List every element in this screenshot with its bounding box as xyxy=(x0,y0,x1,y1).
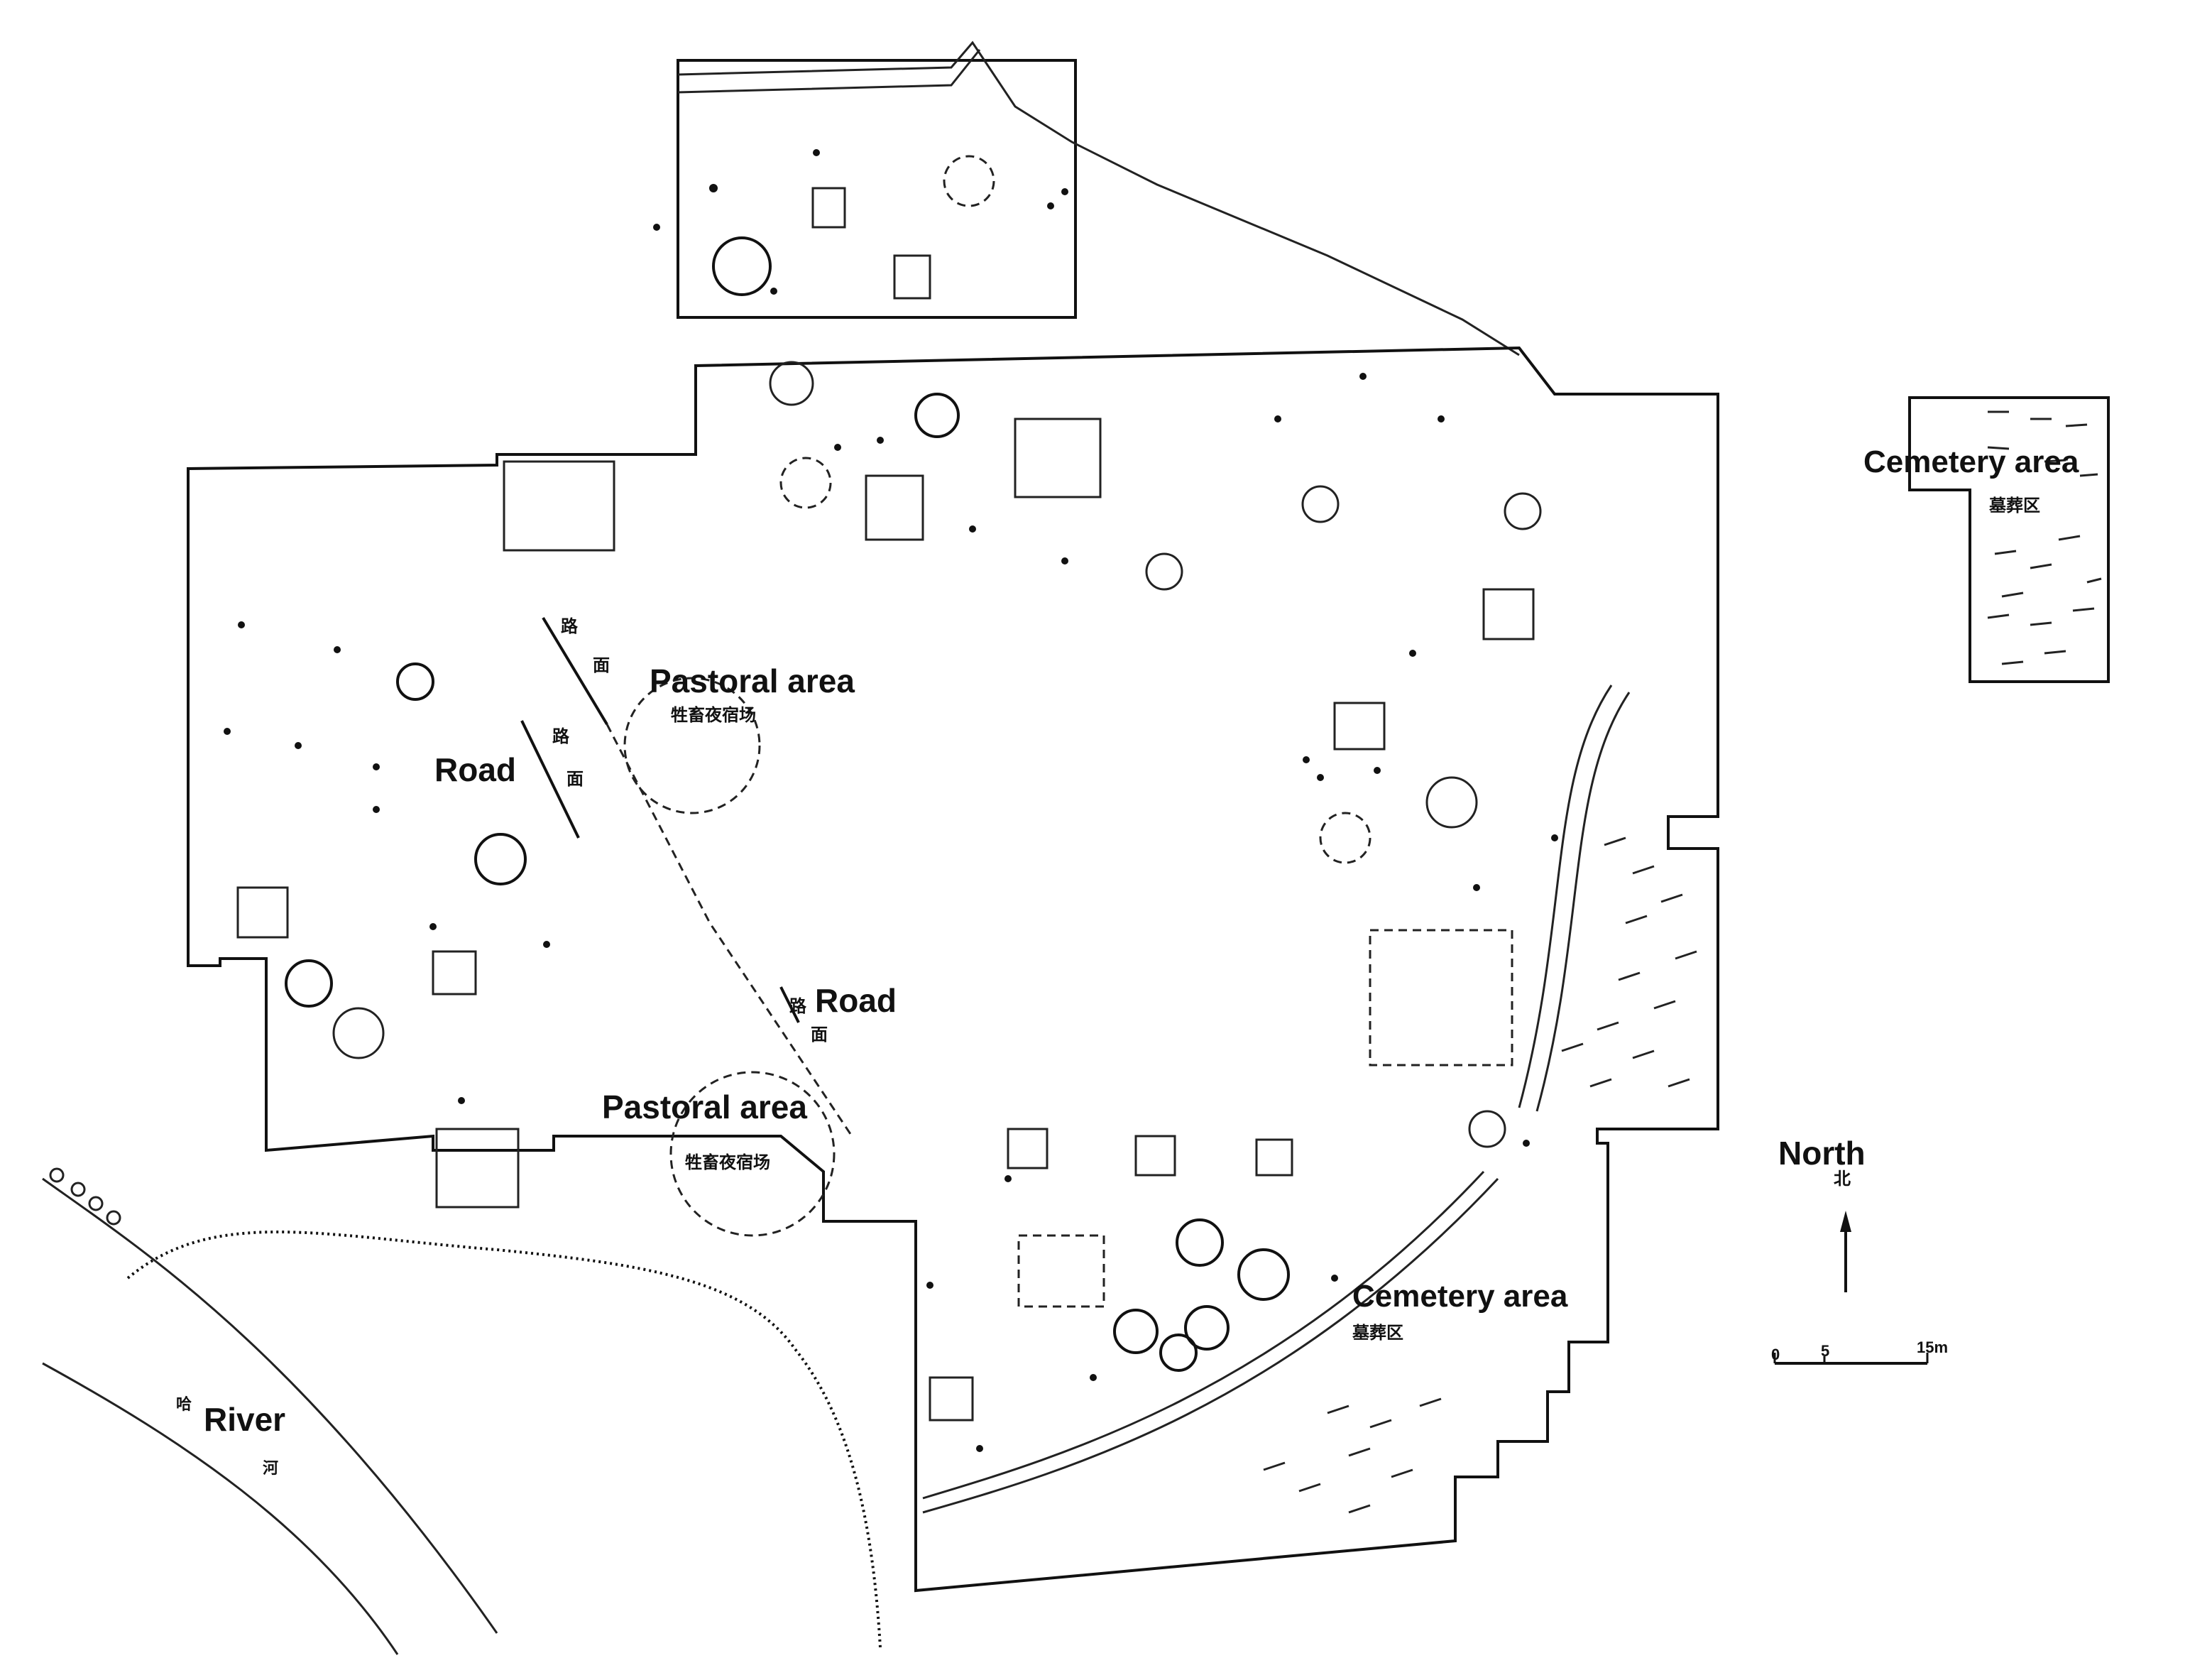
north-excavation-box xyxy=(677,59,1077,319)
road-segment-1 xyxy=(542,616,608,726)
house-feature xyxy=(236,886,289,939)
house-feature xyxy=(865,474,924,541)
pastoral-area-label-2: Pastoral area xyxy=(602,1089,807,1125)
road-label-2: Road xyxy=(815,982,897,1019)
pastoral-area-outline-1 xyxy=(623,677,761,814)
house-feature xyxy=(435,1128,520,1209)
cemetery-area-zh-label-1: 墓葬区 xyxy=(1988,496,2040,516)
pit-feature xyxy=(474,833,527,885)
road-segment-2 xyxy=(520,720,580,839)
pit-feature xyxy=(1301,485,1340,523)
pastoral-area-zh-label-2: 牲畜夜宿场 xyxy=(685,1152,770,1172)
pit-feature xyxy=(914,393,960,438)
dashed-track xyxy=(606,724,853,1137)
cemetery-area-label-1: Cemetery area xyxy=(1863,445,2079,479)
pastoral-area-zh-label-1: 牲畜夜宿场 xyxy=(671,705,756,725)
house-feature xyxy=(1014,418,1102,498)
north-box-road-trace xyxy=(677,40,1520,356)
cemetery-area-zh-label-2: 墓葬区 xyxy=(1352,1323,1403,1343)
pit-feature xyxy=(1113,1309,1159,1354)
house-feature xyxy=(1482,588,1535,640)
road-zh-label-3b: 面 xyxy=(811,1025,828,1045)
river-bank-marks xyxy=(49,1167,121,1226)
grave-marks-east xyxy=(1987,410,2102,665)
pit-feature xyxy=(1504,492,1542,530)
cemetery-box-east xyxy=(1908,396,2110,683)
road-zh-label-2b: 面 xyxy=(566,769,584,789)
pit-feature xyxy=(1425,776,1478,829)
house-feature xyxy=(503,460,615,552)
road-zh-label-2a: 路 xyxy=(552,726,570,746)
pit-feature xyxy=(1237,1248,1290,1301)
scale-tick-15: 15m xyxy=(1917,1338,1948,1356)
river-zh-label-a: 哈 xyxy=(176,1395,192,1414)
pit-feature xyxy=(1184,1305,1230,1351)
north-zh-label: 北 xyxy=(1834,1169,1851,1189)
pit-feature xyxy=(1319,812,1371,864)
house-feature xyxy=(1333,702,1386,751)
pit-feature xyxy=(1145,552,1183,591)
river-zh-label-b: 河 xyxy=(263,1460,278,1478)
pastoral-area-outline-2 xyxy=(669,1071,836,1237)
road-label-1: Road xyxy=(434,751,516,788)
pit-feature xyxy=(712,236,772,296)
house-feature xyxy=(432,950,477,996)
main-site-boundary xyxy=(187,346,1719,1593)
house-feature xyxy=(929,1376,974,1422)
pit-feature xyxy=(1468,1110,1506,1148)
scale-tick-0: 0 xyxy=(1771,1346,1780,1363)
house-feature xyxy=(1007,1128,1048,1169)
pit-feature xyxy=(1159,1334,1198,1372)
grave-marks-southeast xyxy=(1263,836,1697,1514)
cemetery-area-label-2: Cemetery area xyxy=(1352,1279,1568,1314)
scale-tick-5: 5 xyxy=(1821,1342,1829,1360)
pastoral-area-label-1: Pastoral area xyxy=(650,662,855,699)
road-zh-label-3a: 路 xyxy=(789,996,807,1016)
north-label: North xyxy=(1778,1135,1866,1172)
scale-bar xyxy=(1773,1353,1929,1365)
pit-feature xyxy=(1176,1218,1224,1267)
river-bank-ridge xyxy=(126,1231,882,1648)
road-zh-label-1b: 面 xyxy=(593,655,610,675)
post-holes xyxy=(224,149,1558,1452)
north-arrow xyxy=(1840,1211,1851,1292)
road-zh-label-1a: 路 xyxy=(561,616,579,636)
road-segment-3 xyxy=(779,986,800,1023)
house-feature xyxy=(811,187,846,229)
pit-feature xyxy=(779,457,832,509)
river-bank-line-1 xyxy=(42,1177,498,1634)
pit-feature xyxy=(396,662,434,701)
east-channel xyxy=(1518,685,1631,1112)
river-bank-line-2 xyxy=(42,1362,399,1655)
south-channel xyxy=(922,1170,1499,1514)
pit-feature xyxy=(769,361,814,406)
house-feature xyxy=(1369,929,1513,1067)
house-feature xyxy=(1255,1138,1293,1177)
house-feature xyxy=(1017,1234,1105,1308)
pit-feature xyxy=(943,155,995,207)
house-feature xyxy=(893,254,931,300)
river-label: River xyxy=(204,1401,285,1438)
house-feature xyxy=(1134,1135,1176,1177)
pit-feature xyxy=(332,1007,385,1059)
pit-feature xyxy=(285,959,333,1008)
